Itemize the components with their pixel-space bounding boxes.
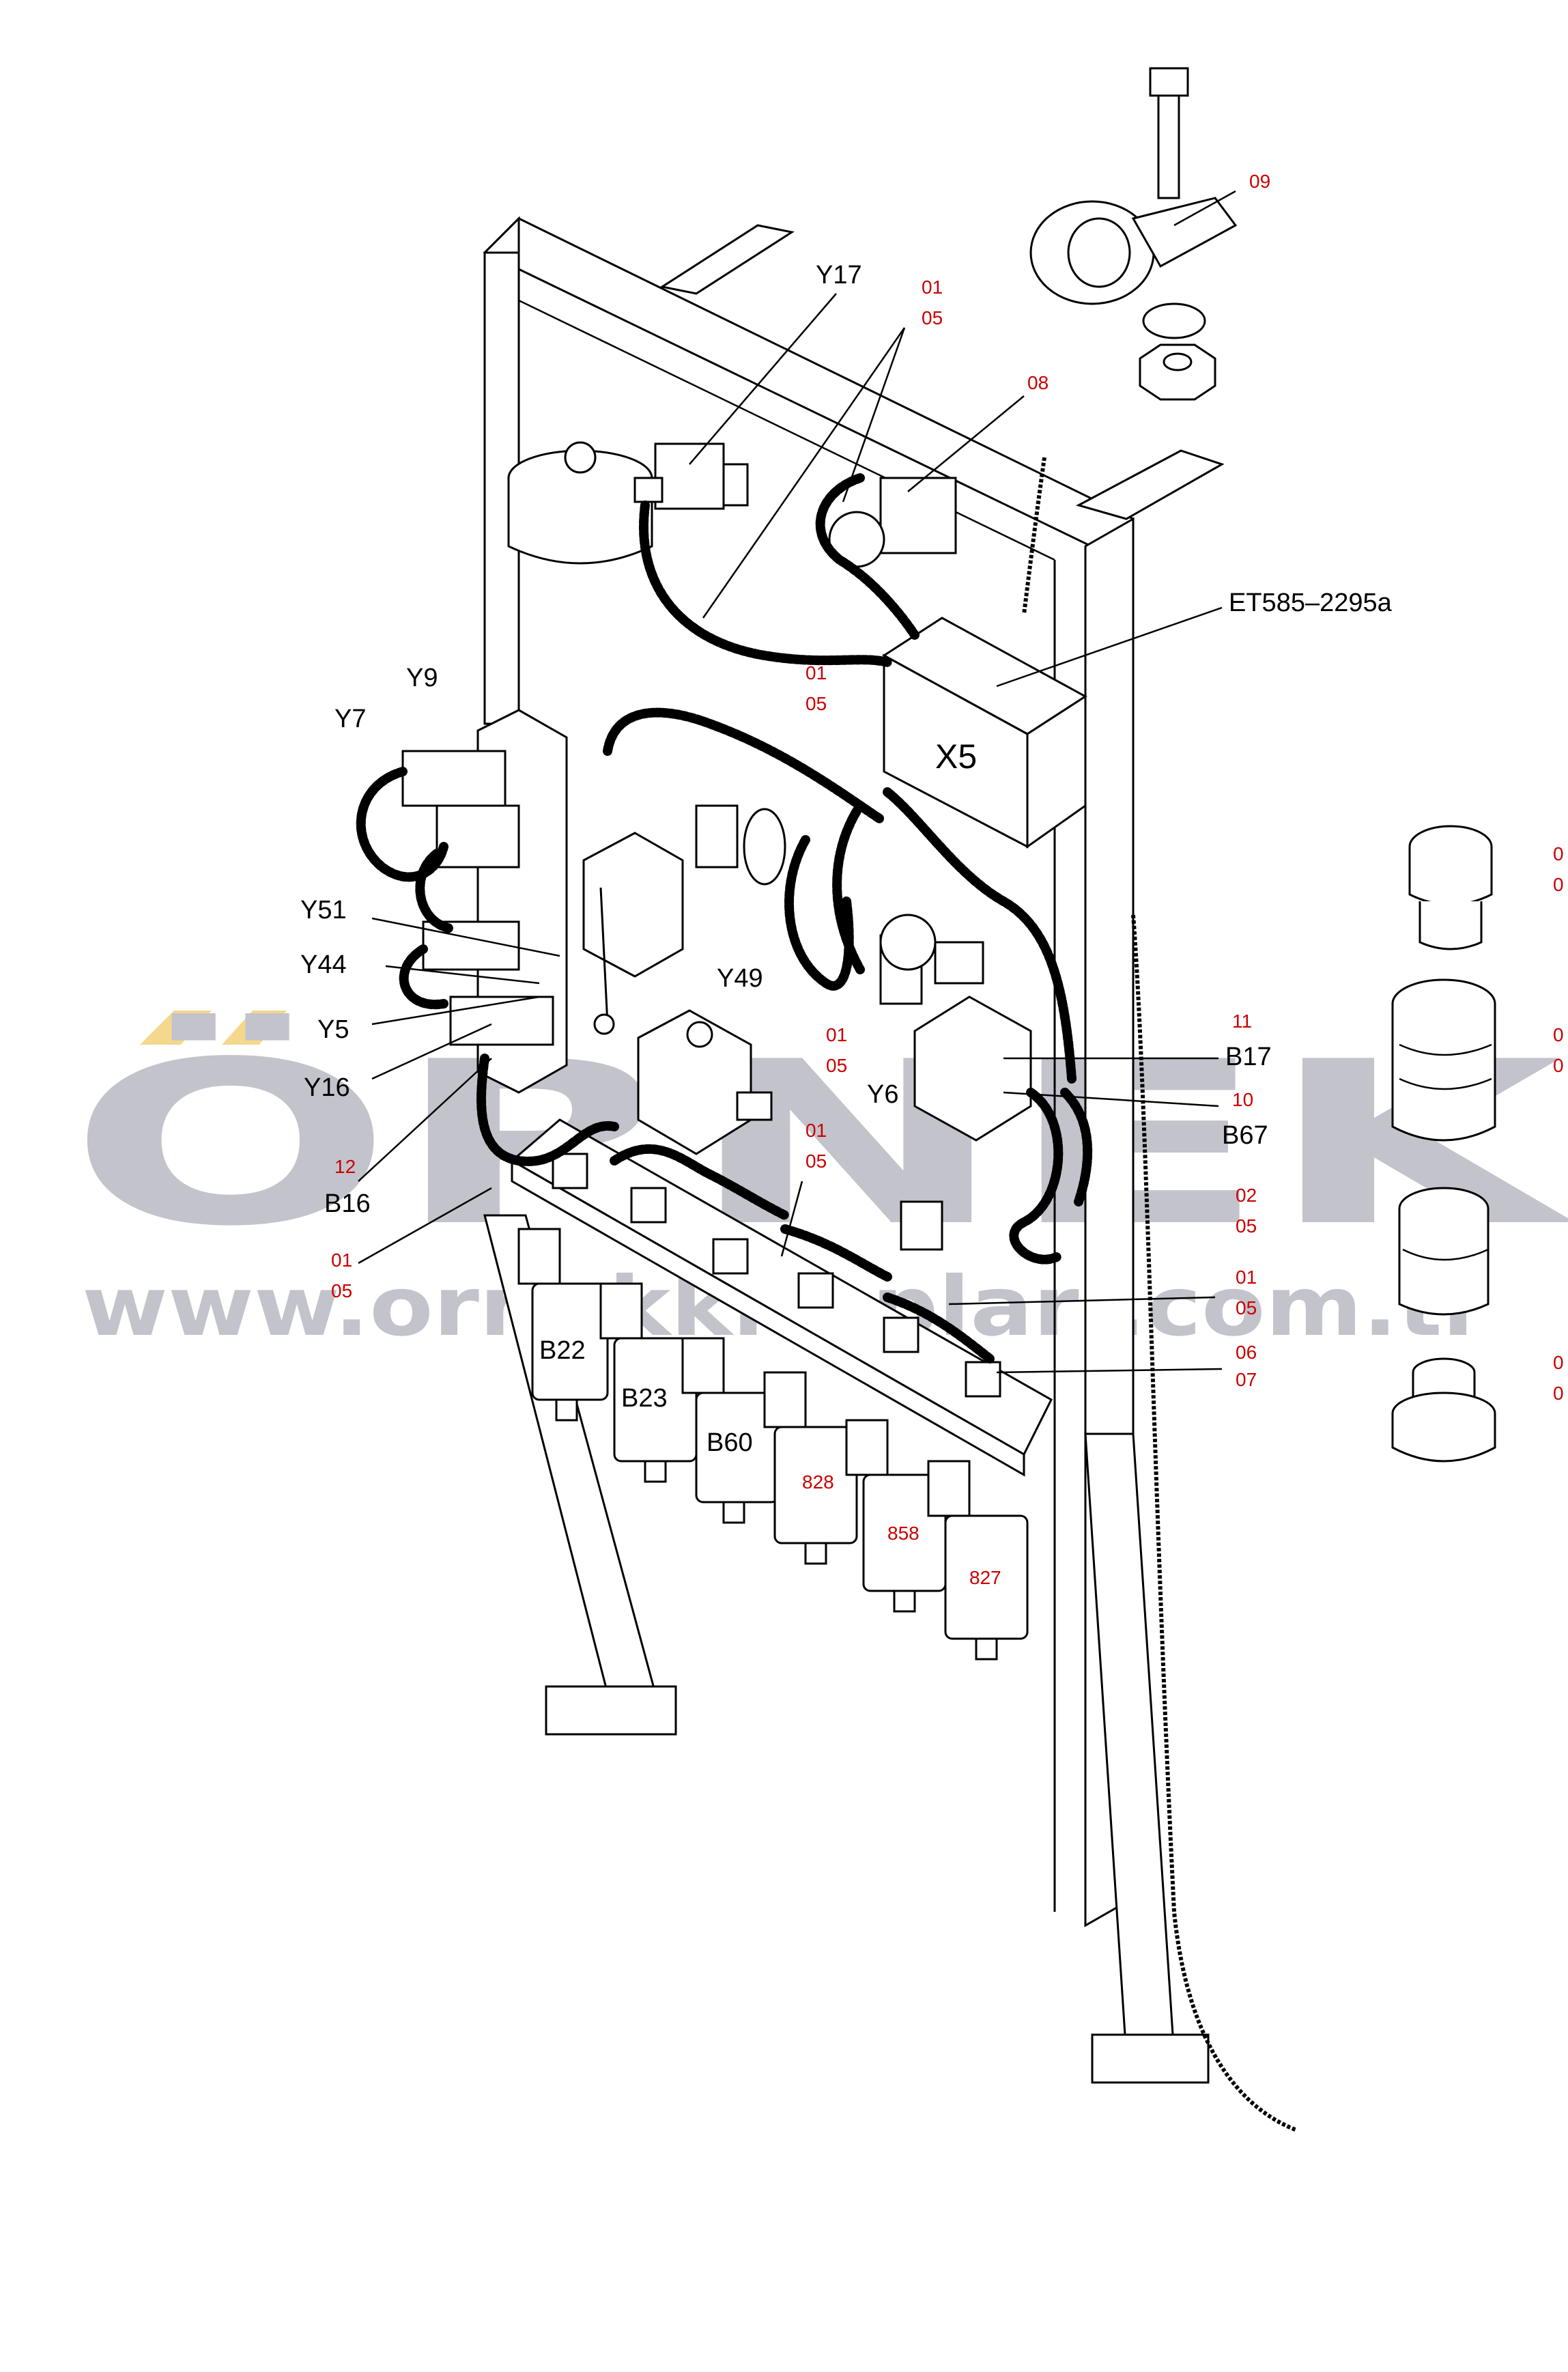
ref-01-y49: 01 [826, 1024, 847, 1045]
watermark-brand: ÖRNEK [68, 1011, 1568, 1275]
leader-lines [358, 190, 1236, 1374]
label-diagram-id: ET585–2295a [1229, 589, 1393, 617]
clamp-detail [1029, 67, 1238, 401]
label-Y51: Y51 [300, 896, 347, 924]
ref-side1-b: 0 [1553, 874, 1564, 895]
ref-side3-a: 0 [1553, 1352, 1564, 1373]
ref-05-top: 05 [922, 307, 943, 328]
ref-05-mid: 05 [806, 693, 827, 714]
label-B17: B17 [1225, 1043, 1272, 1071]
ref-12: 12 [334, 1156, 356, 1177]
label-Y49: Y49 [717, 964, 763, 993]
ref-07: 07 [1236, 1369, 1257, 1390]
ref-01-mid: 01 [806, 662, 827, 683]
label-Y9: Y9 [406, 664, 438, 692]
ref-side1-a: 0 [1553, 843, 1564, 864]
label-B67: B67 [1222, 1121, 1268, 1150]
ref-05-b16: 05 [331, 1280, 352, 1301]
ref-05-d: 05 [1236, 1215, 1257, 1237]
ref-09: 09 [1249, 171, 1270, 192]
valve-block-center [582, 804, 786, 1035]
frame [483, 216, 1298, 2132]
ref-01-top: 01 [922, 277, 943, 298]
ref-08: 08 [1027, 372, 1049, 393]
label-Y16: Y16 [304, 1073, 350, 1102]
sensor-B60 [681, 1238, 780, 1524]
label-Y17: Y17 [816, 261, 862, 290]
sensor-828 [763, 1272, 858, 1565]
ref-858: 858 [887, 1523, 920, 1544]
label-Y7: Y7 [334, 705, 366, 733]
label-B23: B23 [621, 1384, 668, 1413]
accumulator [507, 441, 653, 565]
ref-11: 11 [1232, 1011, 1252, 1032]
label-B60: B60 [707, 1428, 753, 1457]
watermark-umlaut-right [222, 1011, 287, 1045]
label-B16: B16 [324, 1189, 371, 1218]
sensor-827 [927, 1361, 1029, 1661]
ref-828: 828 [802, 1471, 834, 1493]
labels: Y17 Y9 Y7 Y51 Y44 Y5 Y16 B16 Y49 Y6 B17 … [300, 261, 1393, 1457]
sensor-B23 [599, 1187, 698, 1483]
ref-01-e: 01 [1236, 1267, 1257, 1288]
ref-827: 827 [969, 1567, 1001, 1588]
solenoid-y17 [633, 442, 749, 510]
label-Y44: Y44 [300, 950, 347, 979]
connector-08 [828, 477, 957, 568]
ref-side2-b: 0 [1553, 1055, 1564, 1076]
label-B22: B22 [539, 1336, 586, 1365]
ref-01-c: 01 [806, 1120, 827, 1141]
wire-conduits [356, 473, 1093, 1364]
sensor-B22 [517, 1153, 609, 1422]
solenoid-block-mid [637, 1009, 773, 1155]
ref-10: 10 [1232, 1089, 1253, 1110]
ref-05-c: 05 [806, 1150, 827, 1172]
ref-02: 02 [1236, 1185, 1257, 1206]
label-Y5: Y5 [317, 1015, 349, 1044]
junction-box-x5: X5 [882, 617, 1087, 849]
ref-06: 06 [1236, 1342, 1257, 1363]
watermark-umlaut-left [140, 1011, 212, 1045]
part-references: 09 01 05 08 01 05 01 05 11 10 12 01 05 0… [331, 171, 1564, 1588]
side-fittings [1391, 825, 1496, 1463]
valve-block-y6 [879, 914, 1032, 1142]
ref-05-y49: 05 [826, 1055, 847, 1076]
label-X5: X5 [935, 737, 977, 776]
ref-01-b16: 01 [331, 1249, 352, 1271]
ref-side3-b: 0 [1553, 1383, 1564, 1404]
ref-side2-a: 0 [1553, 1024, 1564, 1045]
ref-05-e: 05 [1236, 1297, 1257, 1318]
valve-plate-left [401, 709, 568, 1094]
label-Y6: Y6 [867, 1080, 898, 1109]
